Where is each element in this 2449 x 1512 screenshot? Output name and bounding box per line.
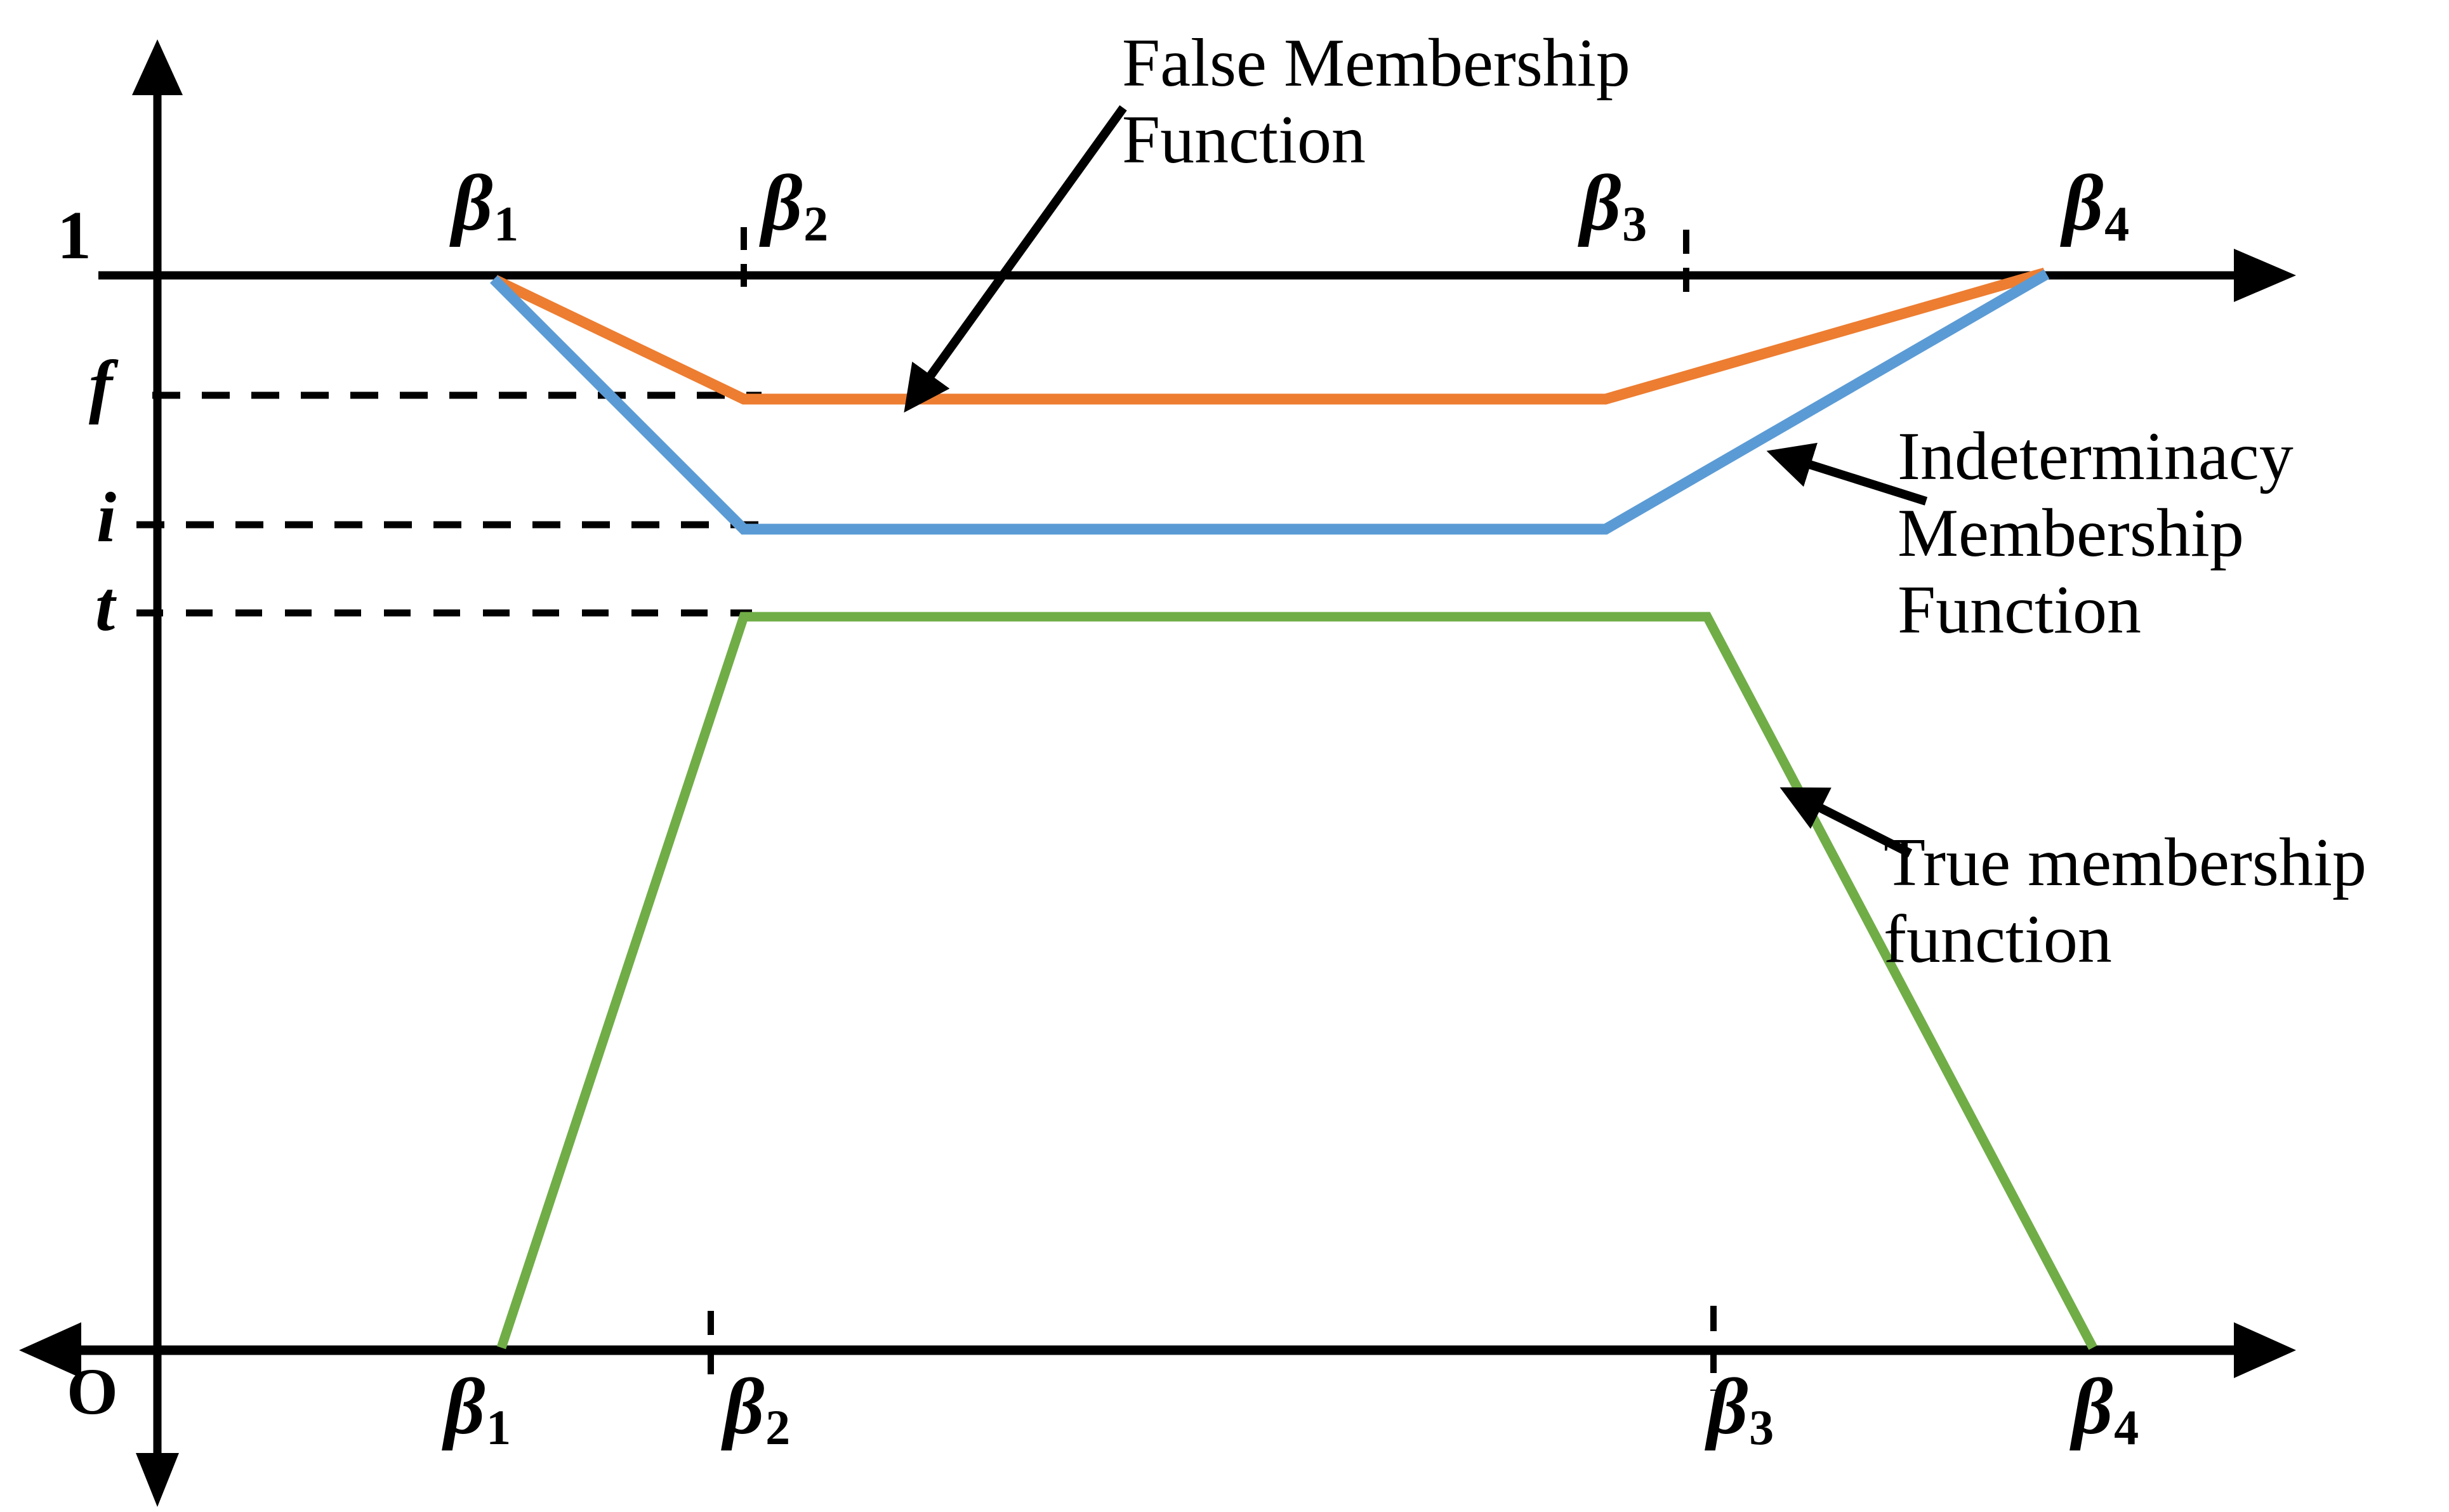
indeterminacy-annotation-arrow xyxy=(1766,442,1928,506)
beta-subscript: 4 xyxy=(2114,1400,2139,1456)
beta-subscript: 3 xyxy=(1749,1400,1774,1456)
x-axis-right-arrow xyxy=(2234,1322,2296,1378)
top-tick-label-beta3: β3 xyxy=(1580,164,1647,249)
beta-glyph: β xyxy=(2072,1363,2113,1451)
series-indeterminacy-membership xyxy=(489,269,2050,535)
true-membership-annotation-arrow xyxy=(1779,787,1913,858)
bottom-tick-label-beta3: β3 xyxy=(1707,1367,1774,1452)
beta-subscript: 4 xyxy=(2104,196,2130,252)
series-false-membership xyxy=(492,267,2047,405)
annotation-indeterminacy-line1: Indeterminacy xyxy=(1898,419,2294,494)
beta-glyph: β xyxy=(1707,1363,1748,1451)
x-axis-left-arrow xyxy=(19,1322,81,1378)
x-axis xyxy=(19,1322,2296,1378)
bottom-tick-label-beta2: β2 xyxy=(723,1367,790,1452)
bottom-tick-label-beta1: β1 xyxy=(444,1367,511,1452)
beta-subscript: 1 xyxy=(486,1400,512,1456)
beta-subscript: 1 xyxy=(494,196,519,252)
beta-subscript: 2 xyxy=(803,196,829,252)
y-axis-down-arrow xyxy=(136,1453,179,1507)
annotation-false-membership-line2: Function xyxy=(1122,102,1366,178)
origin-label: O xyxy=(67,1355,118,1428)
annotation-false-membership: False Membership Function xyxy=(1122,25,1630,179)
beta-subscript: 3 xyxy=(1622,196,1647,252)
top-tick-label-beta2: β2 xyxy=(762,164,828,249)
annotation-false-membership-line1: False Membership xyxy=(1122,25,1630,101)
beta-glyph: β xyxy=(762,159,803,247)
y-axis xyxy=(132,39,183,1507)
top-axis-line xyxy=(98,249,2296,302)
series-true-membership xyxy=(496,612,2097,1350)
annotation-true-membership-line2: function xyxy=(1884,901,2112,977)
beta-glyph: β xyxy=(2063,159,2104,247)
annotation-indeterminacy-line2: Membership xyxy=(1898,495,2244,571)
y-axis-up-arrow xyxy=(132,39,183,95)
annotation-true-membership: True membership function xyxy=(1884,825,2366,978)
annotation-indeterminacy-line3: Function xyxy=(1898,572,2142,648)
beta-glyph: β xyxy=(723,1363,765,1451)
y-axis-label-f: f xyxy=(89,346,113,425)
beta-glyph: β xyxy=(1580,159,1621,247)
annotation-true-membership-line1: True membership xyxy=(1884,825,2366,900)
beta-glyph: β xyxy=(452,159,493,247)
top-tick-label-beta4: β4 xyxy=(2063,164,2129,249)
beta-glyph: β xyxy=(444,1363,485,1451)
y-axis-label-i: i xyxy=(96,478,117,557)
y-axis-label-one: 1 xyxy=(57,198,91,273)
beta-subscript: 2 xyxy=(765,1400,791,1456)
false-membership-annotation-arrow xyxy=(904,105,1127,413)
top-axis-right-arrow xyxy=(2234,249,2296,302)
bottom-tick-label-beta4: β4 xyxy=(2072,1367,2139,1452)
top-tick-label-beta1: β1 xyxy=(452,164,518,249)
annotation-indeterminacy-membership: Indeterminacy Membership Function xyxy=(1898,419,2294,649)
y-axis-label-t: t xyxy=(95,567,116,646)
